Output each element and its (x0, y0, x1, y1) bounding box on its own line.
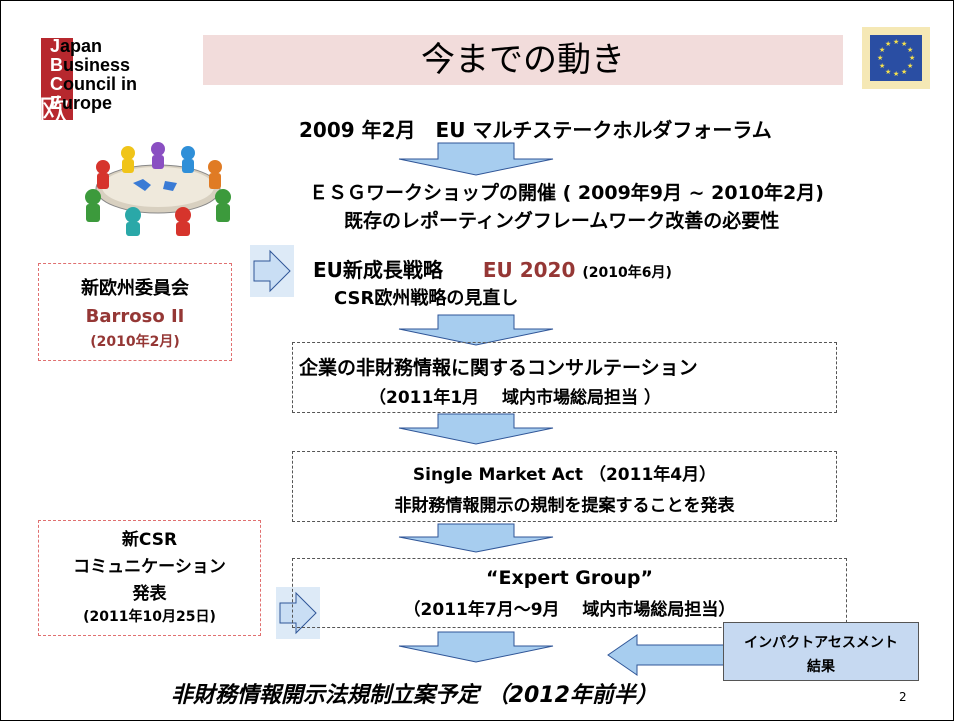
box-1-line-3: (2010年2月) (90, 334, 180, 350)
expert-group-box: “Expert Group” （2011年7月～9月 域内市場総局担当） (292, 558, 847, 628)
svg-text:★: ★ (879, 46, 885, 54)
right-arrow-icon (250, 245, 294, 297)
box-2-line-2: コミュニケーション (73, 557, 226, 577)
eu-flag-icon: ★★★ ★★★ ★★★ ★★★ (862, 27, 930, 89)
step-4-line-1: 企業の非財務情報に関するコンサルテーション (299, 357, 698, 379)
single-market-act-box: Single Market Act （2011年4月） 非財務情報開示の規制を提… (292, 451, 837, 522)
timeline-step-3-line-2: CSR欧州戦略の見直し (334, 288, 519, 309)
box-2-line-1: 新CSR (121, 530, 178, 550)
svg-text:★: ★ (877, 54, 883, 62)
step-3-label: EU新成長戦略 (313, 258, 443, 282)
step-6-line-2: （2011年7月～9月 域内市場総局担当） (403, 600, 736, 620)
timeline-step-3: EU新成長戦略 EU 2020 (2010年6月) (313, 254, 672, 283)
impact-line-2: 結果 (807, 659, 835, 675)
logo-red-block: 欧 (39, 38, 73, 129)
logo-kanji: 欧 (39, 94, 69, 129)
new-commission-box: 新欧州委員会 Barroso II (2010年2月) (38, 263, 232, 361)
final-plan: 非財務情報開示法規制立案予定 （2012年前半） (171, 683, 658, 708)
timeline-step-1: 2009 年2月 EU マルチステークホルダフォーラム (299, 118, 772, 142)
left-arrow-icon (607, 634, 733, 676)
svg-text:★: ★ (907, 62, 913, 70)
impact-line-1: インパクトアセスメント (744, 635, 898, 651)
step-4-line-2: （2011年1月 域内市場総局担当 ） (369, 388, 661, 408)
impact-assessment-box: インパクトアセスメント 結果 (723, 622, 919, 681)
page-title: 今までの動き (421, 40, 625, 80)
round-table-illustration (85, 142, 231, 236)
logo-word: apan (60, 36, 103, 56)
logo-cap: C (50, 74, 63, 94)
logo-text: Japan Business Council in Europe (50, 36, 137, 113)
box-2-line-3: 発表 (132, 584, 167, 604)
svg-text:★: ★ (893, 38, 899, 46)
consultation-box: 企業の非財務情報に関するコンサルテーション （2011年1月 域内市場総局担当 … (292, 342, 837, 413)
svg-text:★: ★ (885, 68, 891, 76)
box-2-line-4: (2011年10月25日) (83, 609, 216, 625)
down-arrow-icon (398, 631, 554, 663)
svg-text:★: ★ (901, 40, 907, 48)
svg-text:★: ★ (909, 54, 915, 62)
timeline-step-2-line-1: ＥＳＧワークショップの開催 ( 2009年9月 ~ 2010年2月) (309, 182, 824, 204)
logo-cap: B (50, 55, 63, 75)
right-arrow-icon (276, 587, 320, 639)
logo-cap: J (50, 36, 61, 56)
box-1-line-1: 新欧州委員会 (81, 278, 189, 299)
svg-text:★: ★ (907, 46, 913, 54)
title-bar (203, 35, 843, 85)
new-csr-communication-box: 新CSR コミュニケーション 発表 (2011年10月25日) (38, 520, 261, 636)
logo-word: urope (62, 93, 113, 113)
timeline-step-2-line-2: 既存のレポーティングフレームワーク改善の必要性 (344, 210, 780, 232)
svg-text:★: ★ (893, 70, 899, 78)
page-number: 2 (899, 690, 907, 704)
logo-word: ouncil in (63, 74, 137, 94)
box-1-line-2: Barroso II (85, 306, 185, 327)
svg-text:★: ★ (885, 40, 891, 48)
logo-word: usiness (63, 55, 131, 75)
svg-text:★: ★ (879, 62, 885, 70)
step-3-eu2020: EU 2020 (482, 258, 576, 282)
svg-text:★: ★ (901, 68, 907, 76)
down-arrow-icon (398, 142, 554, 176)
step-5-line-1: Single Market Act （2011年4月） (412, 465, 717, 485)
down-arrow-icon (398, 523, 554, 553)
down-arrow-icon (398, 314, 554, 346)
down-arrow-icon (398, 413, 554, 445)
step-6-line-1: “Expert Group” (486, 567, 653, 589)
step-3-date: (2010年6月) (582, 265, 672, 281)
step-5-line-2: 非財務情報開示の規制を提案することを発表 (394, 496, 735, 516)
logo-cap: E (50, 93, 63, 113)
